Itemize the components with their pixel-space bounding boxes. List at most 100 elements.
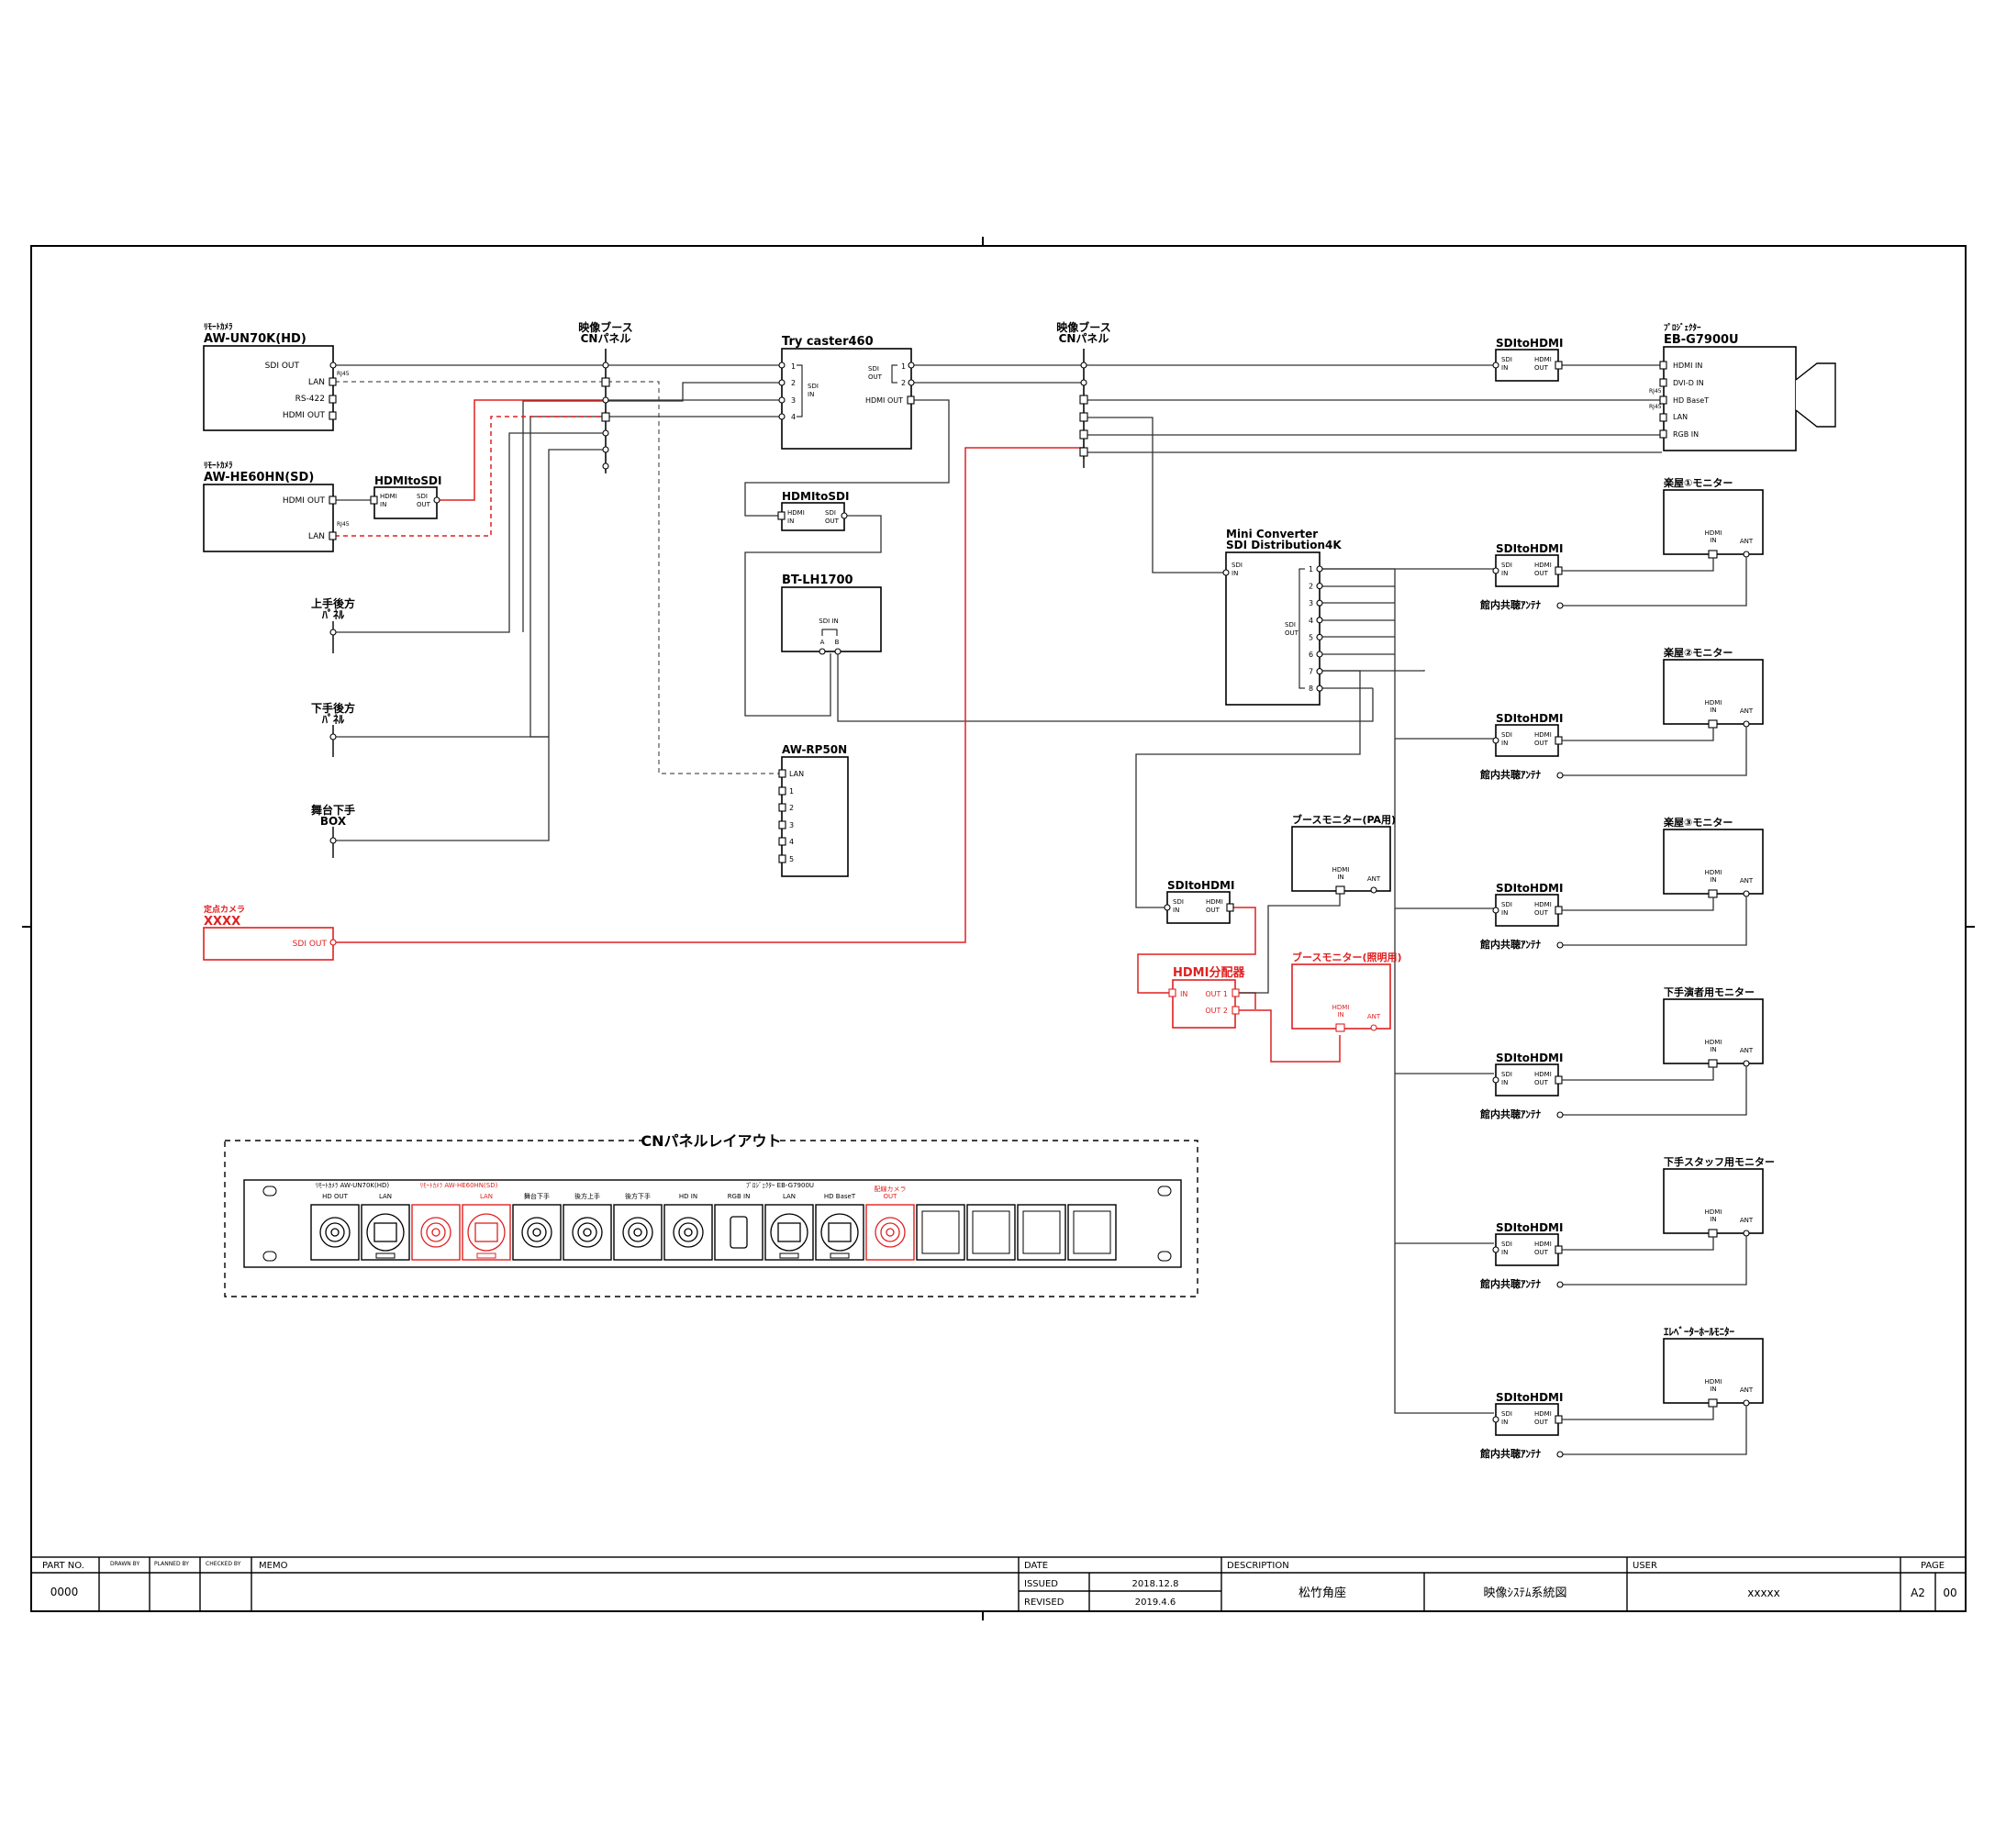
panel-slot-label: HD IN [679,1193,697,1200]
trycaster-in-3: 3 [791,396,796,405]
hdmi-to-sdi-1-name: HDMItoSDI [374,474,441,487]
aw-rp50n-2: 2 [789,804,794,812]
monitor-ant: ANT [1740,707,1754,715]
camera-sd-port-hdmi: HDMI OUT [283,496,326,506]
monitor-converter-name: SDItoHDMI [1496,542,1563,555]
monitor-converter-name: SDItoHDMI [1496,1052,1563,1064]
trycaster-out-1: 1 [901,362,906,371]
hdmi-splitter-in: IN [1180,990,1187,998]
aw-rp50n-name: AW-RP50N [782,743,847,756]
mini-converter-out-4: 4 [1309,617,1313,625]
monitor-antenna-label: 館内共聴ｱﾝﾃﾅ [1479,1277,1541,1290]
aw-rp50n-3: 3 [789,821,794,829]
checked-by-label: CHECKED BY [206,1561,241,1567]
kamite-panel-label: 上手後方ﾊﾟﾈﾙ [311,596,355,621]
trycaster-in-1: 1 [791,362,796,371]
revised-label: REVISED [1024,1598,1064,1608]
booth-monitor-pa-name: ブースモニター(PA用) [1292,813,1396,826]
hdmi-to-sdi-2-name: HDMItoSDI [782,490,849,503]
bt-lh1700-b: B [835,639,840,646]
planned-by-label: PLANNED BY [154,1561,189,1567]
aw-rp50n-lan: LAN [789,770,804,778]
camera-sd-rj45: RJ45 [337,521,350,528]
camera-hd-port-hdmi: HDMI OUT [283,411,326,420]
monitor-ant: ANT [1740,1047,1754,1054]
booth-monitor-pa-ant: ANT [1367,875,1381,883]
mini-converter-out-1: 1 [1309,565,1313,573]
panel-slot-label: HD BaseT [824,1193,856,1200]
fixed-camera-name: XXXX [204,915,240,929]
bt-lh1700-sdi-in: SDI IN [819,618,838,625]
memo-label: MEMO [259,1561,288,1571]
camera-hd-name: AW-UN70K(HD) [204,332,306,346]
venue-name: 松竹角座 [1298,1586,1346,1600]
sheet-size: A2 [1911,1586,1925,1599]
projector-port-hdbaset: HD BaseT [1673,396,1709,405]
kamite-panel: 上手後方ﾊﾟﾈﾙ [311,596,355,653]
trycaster-in-2: 2 [791,379,796,387]
camera-hd-box [203,345,334,431]
sdi-to-hdmi-booth-name: SDItoHDMI [1167,879,1234,892]
fixed-camera-category: 定点カメラ [203,904,245,915]
monitor-name: 下手スタッフ用モニター [1664,1155,1775,1168]
monitor-ant: ANT [1740,877,1754,885]
monitor-antenna-label: 館内共聴ｱﾝﾃﾅ [1479,938,1541,951]
monitor-converter-name: SDItoHDMI [1496,1391,1563,1404]
trycaster-in-4: 4 [791,413,796,421]
panel-slot-label: 後方下手 [625,1192,651,1200]
panel-slot-label: 舞台下手 [524,1192,550,1200]
description-label: DESCRIPTION [1227,1561,1289,1571]
monitor-antenna-label: 館内共聴ｱﾝﾃﾅ [1479,1108,1541,1120]
monitor-ant: ANT [1740,1386,1754,1394]
panel-group-hd: ﾘﾓｰﾄｶﾒﾗ AW-UN70K(HD) [316,1182,390,1189]
projector-port-dvi: DVI-D IN [1673,379,1704,387]
projector: ﾌﾟﾛｼﾞｪｸﾀｰ EB-G7900U HDMI IN DVI-D IN HD … [1649,322,1836,451]
panel-slot-label: LAN [379,1193,392,1200]
mini-converter-out-port [1316,617,1323,624]
monitor-antenna-label: 館内共聴ｱﾝﾃﾅ [1479,768,1541,781]
projector-port-lan: LAN [1673,413,1688,421]
projector-name: EB-G7900U [1664,333,1739,347]
part-no-value: 0000 [50,1586,79,1598]
panel-slot-label: RGB IN [728,1193,751,1200]
camera-hd-port-rs422: RS-422 [295,395,325,404]
monitor-name: 楽屋①モニター [1663,476,1733,489]
monitor-name: 下手演者用モニター [1664,985,1755,998]
panel-slot-label: 後方上手 [574,1192,600,1200]
mini-converter-out-5: 5 [1309,633,1313,641]
shimote-panel-label: 下手後方ﾊﾟﾈﾙ [311,701,355,726]
drawn-by-label: DRAWN BY [110,1561,139,1567]
fixed-camera: 定点カメラ XXXX SDI OUT [203,904,337,961]
sdi-to-hdmi-projector-name: SDItoHDMI [1496,337,1563,350]
projector-category: ﾌﾟﾛｼﾞｪｸﾀｰ [1664,322,1701,333]
date-label: DATE [1024,1561,1048,1571]
mini-converter-out-7: 7 [1309,668,1313,676]
monitor-name: 楽屋②モニター [1663,646,1733,659]
